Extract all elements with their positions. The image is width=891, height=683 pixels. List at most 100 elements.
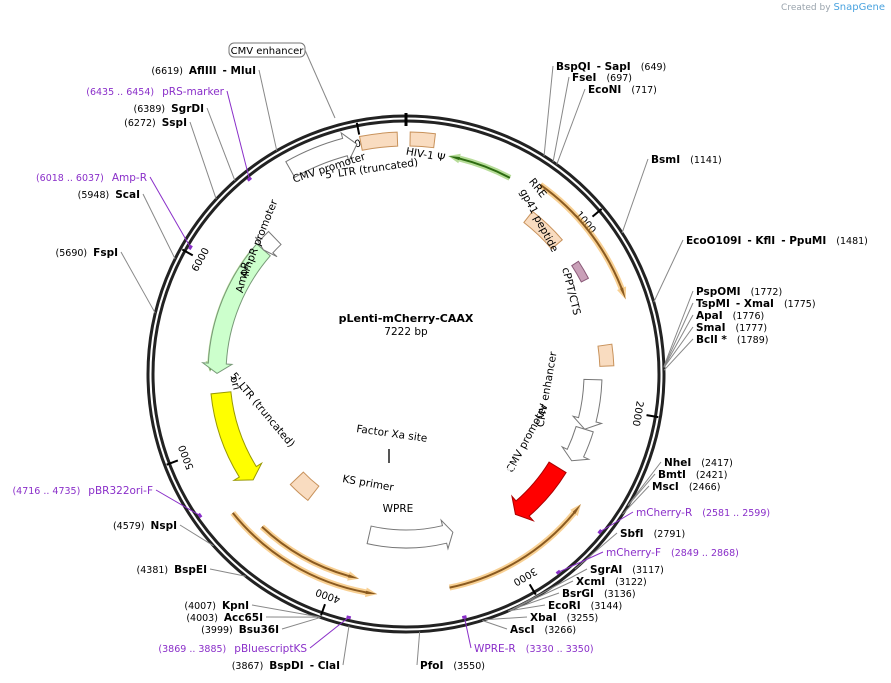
tick-mark: [320, 603, 326, 616]
tick-mark: [355, 122, 361, 135]
site-leader: [482, 619, 508, 630]
site-pos: (2466): [689, 482, 721, 493]
site-ecori: EcoRI (3144): [548, 600, 622, 612]
site-name-2: - MluI: [223, 65, 256, 77]
site-leader: [258, 69, 278, 151]
backbone-inner: [151, 119, 661, 629]
site-sspi: (6272)SspI: [124, 117, 187, 129]
primer-range: (6435 .. 6454): [86, 87, 154, 98]
site-bspdi: (3867)BspDI- ClaI: [232, 660, 340, 672]
tick-label: 5000: [177, 443, 196, 471]
primer-range: (6018 .. 6037): [36, 173, 104, 184]
site-name: SmaI: [696, 322, 726, 334]
site-sgrai: SgrAI(3117): [590, 564, 664, 576]
primer-pbluescriptks: (3869 .. 3885)pBluescriptKS: [158, 643, 307, 655]
site-aflIII: (6619)AflIII- MluI: [151, 65, 256, 77]
site-leader: [663, 302, 694, 368]
primer-name: pBR322ori-F: [88, 485, 153, 497]
site-pos: (3550): [453, 661, 485, 672]
site-bcli: BclI *(1789): [696, 334, 768, 346]
site-name-2: - KflI: [747, 235, 775, 247]
primer-mcherry-r: mCherry-R(2581 .. 2599): [636, 507, 770, 519]
primer-pbr322ori-f: (4716 .. 4735)pBR322ori-F: [12, 485, 153, 497]
site-leader: [281, 616, 321, 630]
primer-mark: [346, 615, 352, 620]
site-nspi: (4579) NspI: [113, 520, 177, 532]
site-name: NspI: [151, 520, 177, 532]
cmv-promoter-top-feature: [285, 131, 358, 179]
site-econi: EcoNI(717): [588, 84, 657, 96]
primer-amp-r: (6018 .. 6037)Amp-R: [36, 172, 147, 184]
site-leader: [120, 251, 156, 314]
primer-leader: [155, 489, 201, 516]
site-pos: (2421): [696, 470, 728, 481]
site-pos: (3144): [591, 601, 623, 612]
site-name: ScaI: [115, 189, 140, 201]
site-smai: SmaI(1777): [696, 322, 767, 334]
site-name: BspQI: [556, 61, 591, 73]
site-name: BmtI: [658, 469, 686, 481]
site-pos: (5948): [78, 190, 110, 201]
primer-range: (3869 .. 3885): [158, 644, 226, 655]
site-name: AflIII: [189, 65, 217, 77]
site-name-2: - ClaI: [310, 660, 340, 672]
rre-feature: [523, 210, 563, 250]
site-name-3: - PpuMI: [781, 235, 826, 247]
site-pos: (4579): [113, 521, 145, 532]
site-name: EcoRI: [548, 600, 581, 612]
site-pos: (1789): [737, 335, 769, 346]
site-nhei: NheI (2417): [664, 457, 733, 469]
ori-label: ori: [227, 375, 242, 391]
snapgene-watermark: Created by SnapGene: [781, 2, 885, 13]
site-leader: [484, 616, 528, 621]
site-leader: [663, 326, 694, 368]
site-name: NheI: [664, 457, 691, 469]
site-leader: [251, 604, 319, 618]
site-layer: BspQI- SapI(649)FseI(697)EcoNI(717)BsmI(…: [12, 61, 867, 672]
primer-name: WPRE-R: [474, 643, 516, 655]
tick-label: 6000: [190, 246, 212, 274]
site-bspei: (4381)BspEI: [137, 564, 207, 576]
site-pos: (2417): [701, 458, 733, 469]
primer-leader: [149, 176, 191, 248]
site-leader: [663, 290, 694, 367]
site-leader: [627, 473, 656, 506]
tick-mark: [166, 459, 179, 466]
site-pos: (1776): [733, 311, 765, 322]
site-name: EcoO109I: [686, 235, 741, 247]
ltr5-top-feature: [358, 131, 399, 151]
site-kpni: (4007)KpnI: [184, 600, 249, 612]
site-leader: [627, 461, 662, 506]
wpre-label: WPRE: [383, 503, 414, 515]
primer-leader: [309, 616, 349, 649]
site-leader: [512, 580, 574, 610]
site-leader: [622, 485, 650, 515]
site-asci: AscI(3266): [510, 624, 576, 636]
site-leader: [507, 604, 546, 612]
site-fspi: (5690)FspI: [56, 247, 118, 259]
site-name: TspMI: [696, 298, 730, 310]
primer-mark: [461, 615, 467, 620]
site-bspqi: BspQI- SapI(649): [556, 61, 666, 73]
site-bmti: BmtI (2421): [658, 469, 727, 481]
site-name: Bsu36I: [239, 624, 279, 636]
site-pspomi: PspOMI(1772): [696, 286, 782, 298]
gp41-feature: [571, 260, 590, 283]
cmv-promoter-inner-feature: [560, 425, 594, 462]
mcherry-feature: [511, 461, 567, 522]
site-name: EcoNI: [588, 84, 621, 96]
site-fsei: FseI(697): [572, 72, 632, 84]
site-leader: [663, 314, 694, 368]
primer-wpre-r: WPRE-R(3330 .. 3350): [474, 643, 594, 655]
site-name: Acc65I: [224, 612, 263, 624]
plasmid-length: 7222 bp: [384, 326, 428, 338]
site-name: MscI: [652, 481, 679, 493]
site-xbai: XbaI(3255): [530, 612, 598, 624]
site-pos: (649): [641, 62, 667, 73]
site-sgrdi: (6389)SgrDI: [134, 103, 204, 115]
ks-primer-label: KS primer: [341, 473, 395, 494]
site-name: KpnI: [222, 600, 249, 612]
primer-mark: [597, 529, 603, 535]
site-name: PfoI: [420, 660, 443, 672]
tick-label: 2000: [630, 400, 645, 427]
